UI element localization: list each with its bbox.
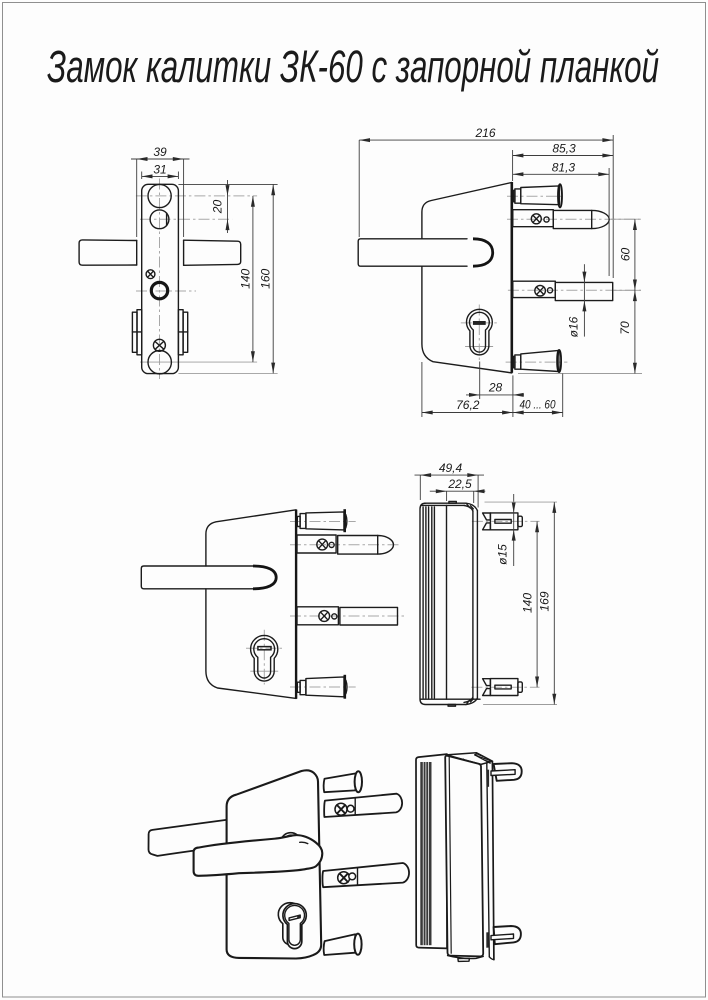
svg-text:60: 60 <box>618 248 632 262</box>
svg-text:31: 31 <box>153 163 166 177</box>
svg-text:49,4: 49,4 <box>439 461 463 475</box>
svg-text:28: 28 <box>488 381 503 395</box>
svg-text:216: 216 <box>474 126 495 140</box>
svg-text:169: 169 <box>538 591 552 611</box>
svg-text:160: 160 <box>259 268 273 288</box>
svg-text:ø16: ø16 <box>567 316 581 337</box>
svg-text:ø15: ø15 <box>496 544 510 565</box>
svg-text:76,2: 76,2 <box>456 398 480 412</box>
svg-text:140: 140 <box>521 593 535 613</box>
svg-text:40 ... 60: 40 ... 60 <box>520 397 556 411</box>
svg-text:39: 39 <box>153 145 167 159</box>
svg-text:Замок калитки ЗК-60 с запорной: Замок калитки ЗК-60 с запорной планкой <box>47 43 659 93</box>
svg-text:140: 140 <box>238 268 252 288</box>
svg-text:20: 20 <box>211 200 225 215</box>
svg-text:22,5: 22,5 <box>447 477 472 491</box>
svg-text:81,3: 81,3 <box>552 160 576 174</box>
svg-text:70: 70 <box>618 321 632 335</box>
svg-text:85,3: 85,3 <box>552 142 576 156</box>
